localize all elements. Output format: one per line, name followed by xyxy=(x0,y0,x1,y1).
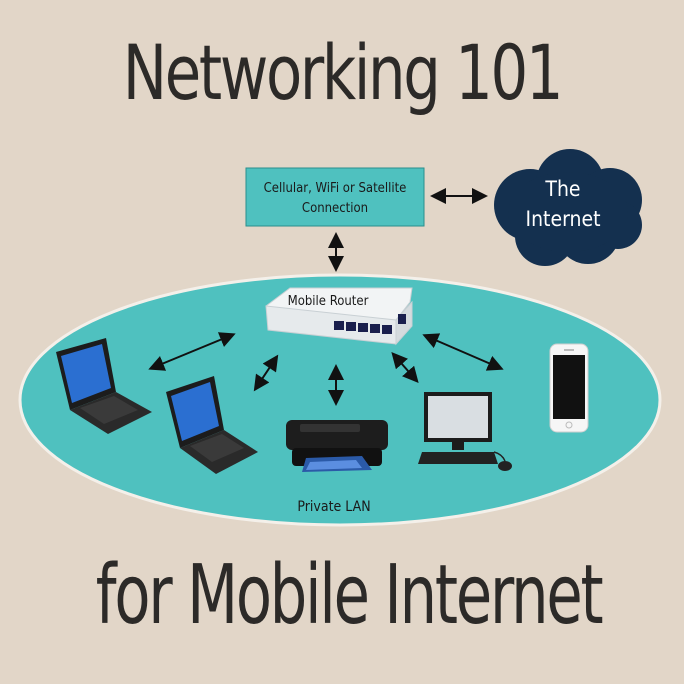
connection-box: Cellular, WiFi or Satellite Connection xyxy=(246,168,424,226)
private-lan-label: Private LAN xyxy=(297,499,370,515)
title-for-mobile-internet: for Mobile Internet xyxy=(96,548,588,643)
cloud-label-line2: Internet xyxy=(526,207,601,231)
connection-box-line2: Connection xyxy=(302,201,368,216)
printer-icon xyxy=(286,420,388,472)
cloud-label-line1: The xyxy=(544,177,580,201)
router-label: Mobile Router xyxy=(288,294,369,309)
smartphone-icon xyxy=(550,344,588,432)
connection-box-line1: Cellular, WiFi or Satellite xyxy=(264,181,407,196)
internet-cloud: The Internet xyxy=(494,149,642,266)
